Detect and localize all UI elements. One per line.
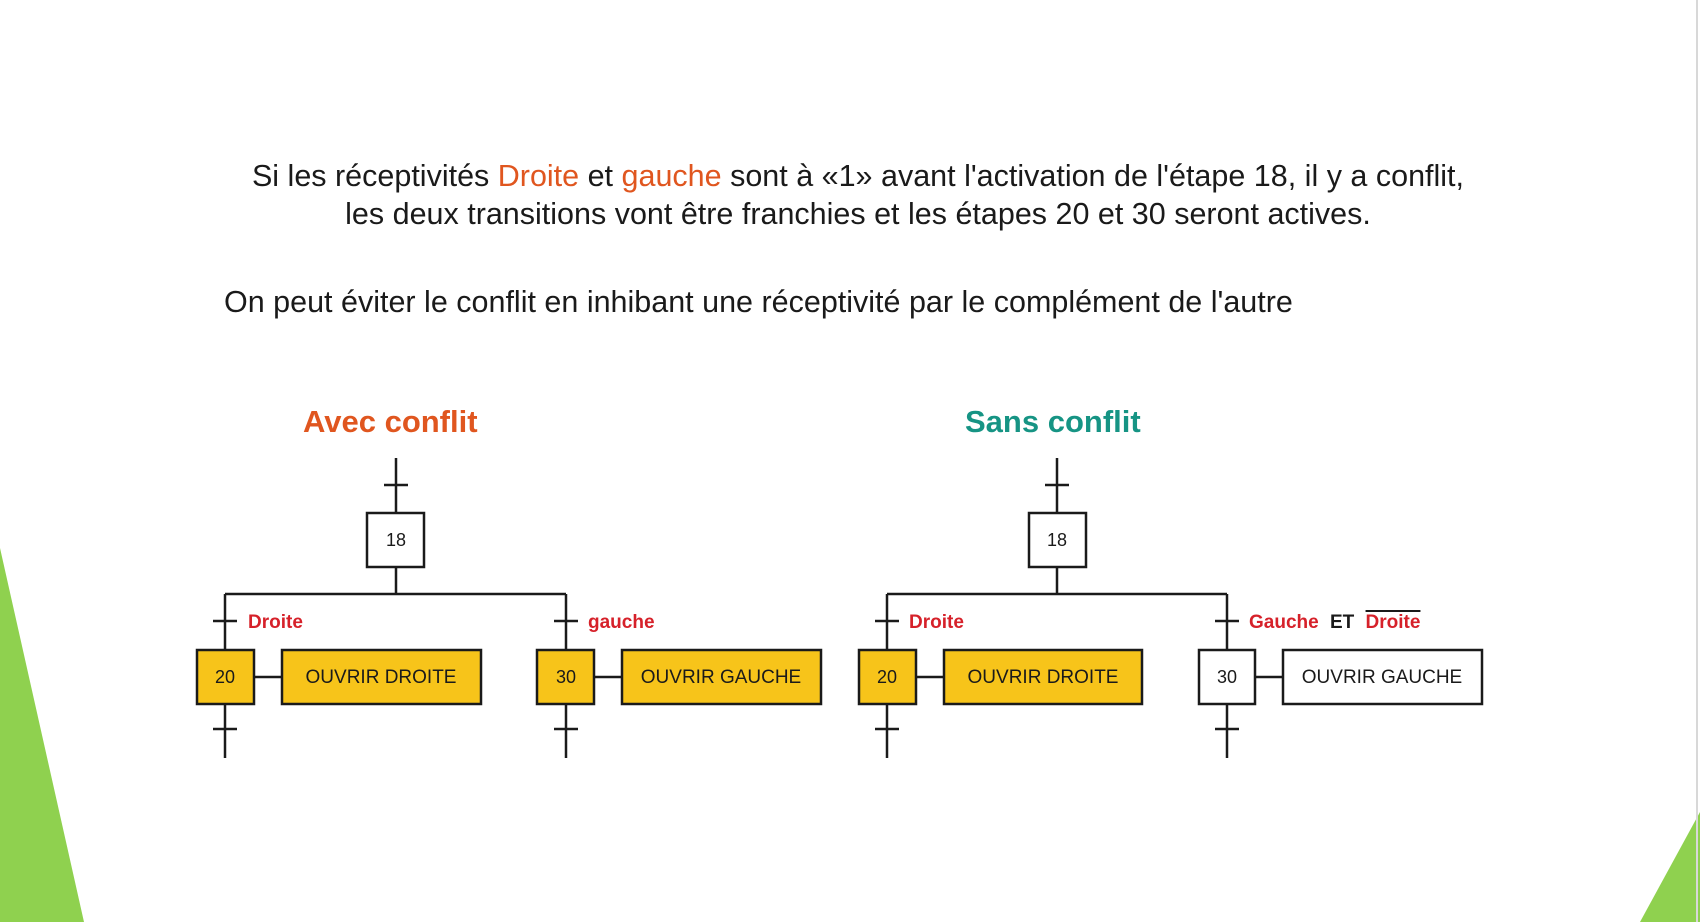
action-ouvrir-gauche-label: OUVRIR GAUCHE (641, 667, 801, 688)
step-20-box (857, 648, 918, 706)
green-triangle-left (0, 548, 84, 922)
title-avec-conflit: Avec conflit (303, 404, 478, 439)
receptivity-droite: Droite (909, 612, 964, 633)
action-ouvrir-droite-box (942, 648, 1144, 706)
receptivity-operator-et: ET (1330, 612, 1355, 633)
step-18-box (365, 511, 426, 569)
action-ouvrir-gauche-box (620, 648, 823, 706)
receptivity-negated-droite: Droite (1366, 612, 1421, 633)
intro-line-1-prefix: Si les réceptivités (251, 159, 498, 193)
intro-line-1: Si les réceptivités Droite et gauche son… (0, 161, 1700, 192)
step-20-label: 20 (877, 667, 897, 687)
intro-line-2: les deux transitions vont être franchies… (345, 197, 1371, 231)
grafcet-sans-conflit-labels: 18 20 OUVRIR DROITE 30 OUVRIR GAUCHE Dro… (877, 530, 1462, 688)
step-20-box (195, 648, 256, 706)
receptivity-gauche: gauche (588, 612, 655, 633)
step-30-label: 30 (556, 667, 576, 687)
action-ouvrir-gauche-box (1281, 648, 1484, 706)
step-30-box (535, 648, 596, 706)
step-30-box (1197, 648, 1257, 706)
intro-line-1-suffix: sont à «1» avant l'activation de l'étape… (721, 159, 1465, 193)
action-ouvrir-droite-box (280, 648, 483, 706)
action-ouvrir-gauche-label: OUVRIR GAUCHE (1302, 667, 1462, 688)
receptivity-gauche-et-non-droite: Gauche ET Droite (1249, 612, 1420, 633)
step-18-label: 18 (386, 530, 406, 550)
green-triangle-right (1640, 812, 1700, 922)
receptivity-droite: Droite (248, 612, 303, 633)
grafcet-avec-conflit-labels: 18 20 OUVRIR DROITE 30 OUVRIR GAUCHE Dro… (215, 530, 801, 688)
receptivity-gauche: Gauche (1249, 612, 1319, 633)
step-18-box (1027, 511, 1088, 569)
solution-sentence: On peut éviter le conflit en inhibant un… (224, 285, 1293, 319)
action-ouvrir-droite-label: OUVRIR DROITE (306, 667, 457, 688)
keyword-gauche: gauche (621, 159, 722, 193)
step-30-label: 30 (1217, 667, 1237, 687)
intro-line-1-mid: et (579, 159, 622, 193)
keyword-droite: Droite (497, 159, 580, 193)
step-18-label: 18 (1047, 530, 1067, 550)
grafcet-avec-conflit (195, 458, 823, 758)
title-sans-conflit: Sans conflit (965, 404, 1141, 439)
grafcet-sans-conflit (857, 458, 1484, 758)
step-20-label: 20 (215, 667, 235, 687)
action-ouvrir-droite-label: OUVRIR DROITE (968, 667, 1119, 688)
